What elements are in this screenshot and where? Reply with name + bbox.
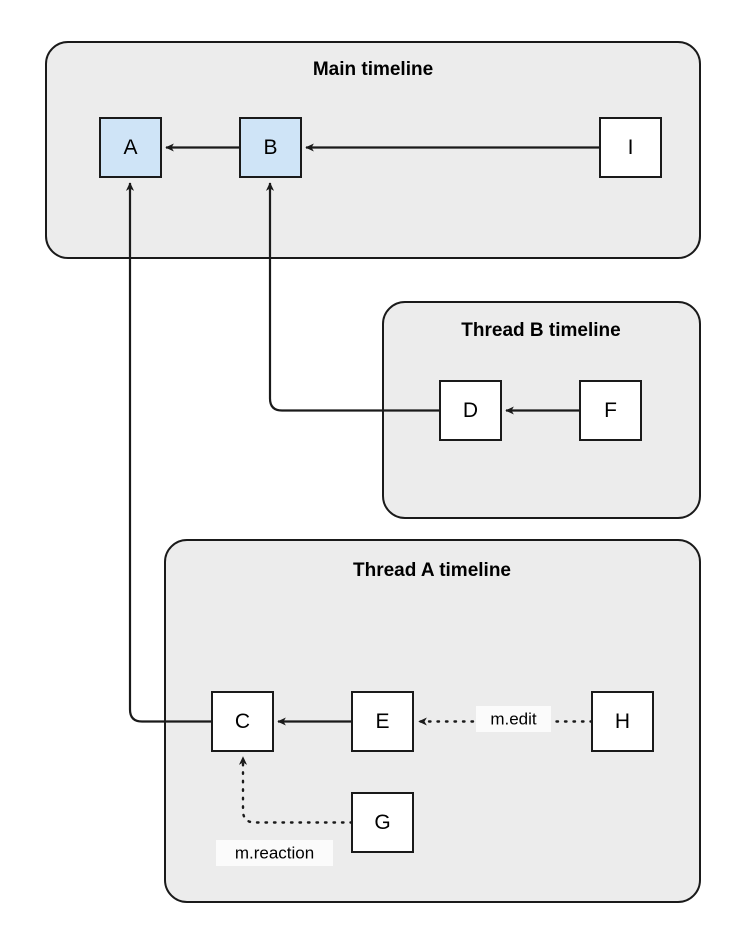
container-group: Main timeline Thread B timeline Thread A… bbox=[45, 41, 701, 903]
node-g-label: G bbox=[374, 811, 390, 834]
node-b-label: B bbox=[263, 136, 277, 159]
node-h[interactable]: H bbox=[591, 691, 654, 752]
node-h-label: H bbox=[615, 710, 630, 733]
node-a-rect bbox=[99, 117, 162, 178]
edge-label-m-edit-bg bbox=[476, 706, 551, 732]
node-e-rect bbox=[351, 691, 414, 752]
edge-label-m-reaction-text: m.reaction bbox=[235, 843, 314, 862]
edge-label-m-reaction-bg bbox=[216, 840, 333, 866]
edge-label-m-reaction: m.reaction bbox=[216, 840, 333, 866]
node-h-rect bbox=[591, 691, 654, 752]
container-thread-a-timeline-title: Thread A timeline bbox=[353, 560, 511, 581]
node-d[interactable]: D bbox=[439, 380, 502, 441]
node-i-label: I bbox=[628, 136, 634, 159]
container-main-timeline[interactable]: Main timeline bbox=[45, 41, 701, 259]
node-f[interactable]: F bbox=[579, 380, 642, 441]
node-group: A B I D F C bbox=[99, 117, 662, 853]
edge-label-m-edit-text: m.edit bbox=[490, 709, 537, 728]
node-g[interactable]: G bbox=[351, 792, 414, 853]
container-main-timeline-rect bbox=[45, 41, 701, 259]
node-c[interactable]: C bbox=[211, 691, 274, 752]
node-d-rect bbox=[439, 380, 502, 441]
node-e[interactable]: E bbox=[351, 691, 414, 752]
edge-label-group: m.edit m.reaction bbox=[216, 706, 551, 866]
node-a-label: A bbox=[123, 136, 137, 159]
node-i-rect bbox=[599, 117, 662, 178]
container-main-timeline-title: Main timeline bbox=[313, 59, 433, 80]
node-g-rect bbox=[351, 792, 414, 853]
node-a[interactable]: A bbox=[99, 117, 162, 178]
node-e-label: E bbox=[375, 710, 389, 733]
node-c-label: C bbox=[235, 710, 250, 733]
edge-label-m-edit: m.edit bbox=[476, 706, 551, 732]
edge-d-to-b[interactable] bbox=[265, 182, 440, 412]
container-thread-b-timeline-title: Thread B timeline bbox=[461, 320, 620, 341]
node-c-rect bbox=[211, 691, 274, 752]
node-b[interactable]: B bbox=[239, 117, 302, 178]
node-d-label: D bbox=[463, 399, 478, 422]
edge-c-to-a[interactable] bbox=[125, 182, 212, 723]
node-b-rect bbox=[239, 117, 302, 178]
node-i[interactable]: I bbox=[599, 117, 662, 178]
node-f-label: F bbox=[604, 399, 617, 422]
node-f-rect bbox=[579, 380, 642, 441]
